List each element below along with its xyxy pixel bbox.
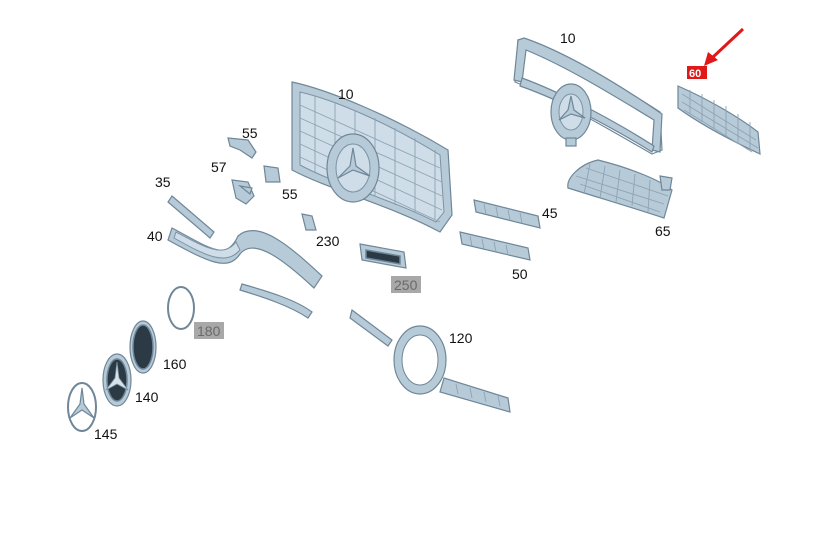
part-star-emblem-140[interactable] bbox=[102, 353, 132, 407]
part-trim-frame-40[interactable] bbox=[167, 227, 323, 319]
part-mesh-insert-60[interactable] bbox=[677, 85, 761, 155]
part-bracket-230[interactable] bbox=[301, 213, 317, 231]
callout-60-text: 60 bbox=[689, 68, 701, 80]
callout-10-grille[interactable]: 10 bbox=[338, 86, 354, 102]
callout-120[interactable]: 120 bbox=[449, 330, 473, 346]
part-trim-frame-120[interactable] bbox=[349, 308, 511, 413]
part-main-grille[interactable] bbox=[291, 81, 453, 233]
part-bracket-57[interactable] bbox=[231, 179, 255, 205]
part-trim-frame-35[interactable] bbox=[167, 195, 215, 239]
part-bracket-55-mid[interactable] bbox=[263, 165, 281, 183]
part-lower-mesh-65[interactable] bbox=[567, 159, 673, 219]
part-badge-250[interactable] bbox=[359, 243, 407, 269]
callout-250-highlighted[interactable]: 250 bbox=[391, 276, 421, 293]
callout-65[interactable]: 65 bbox=[655, 223, 671, 239]
pointer-arrow-icon bbox=[704, 27, 745, 66]
callout-230[interactable]: 230 bbox=[316, 233, 340, 249]
part-bracket-55-top[interactable] bbox=[227, 137, 257, 159]
callout-250-text: 250 bbox=[394, 277, 418, 293]
part-trim-45[interactable] bbox=[473, 199, 541, 229]
callout-55-mid[interactable]: 55 bbox=[282, 186, 298, 202]
callout-50[interactable]: 50 bbox=[512, 266, 528, 282]
callout-140[interactable]: 140 bbox=[135, 389, 159, 405]
part-emblem-ring-180[interactable] bbox=[167, 286, 195, 330]
callout-180-text: 180 bbox=[197, 323, 221, 339]
callout-160[interactable]: 160 bbox=[163, 356, 187, 372]
part-emblem-disc-160[interactable] bbox=[129, 320, 157, 374]
callout-55-top[interactable]: 55 bbox=[242, 125, 258, 141]
callout-45[interactable]: 45 bbox=[542, 205, 558, 221]
part-trim-50[interactable] bbox=[459, 231, 531, 261]
callout-57[interactable]: 57 bbox=[211, 159, 227, 175]
callout-180-highlighted[interactable]: 180 bbox=[194, 322, 224, 339]
callout-35[interactable]: 35 bbox=[155, 174, 171, 190]
part-star-145[interactable] bbox=[67, 382, 97, 432]
callout-40[interactable]: 40 bbox=[147, 228, 163, 244]
callout-60-selected[interactable]: 60 bbox=[687, 66, 707, 80]
callout-10-frame[interactable]: 10 bbox=[560, 30, 576, 46]
callout-labels: 10 10 55 57 55 35 40 230 45 50 65 160 14… bbox=[94, 30, 707, 442]
callout-145[interactable]: 145 bbox=[94, 426, 118, 442]
part-grille-frame[interactable] bbox=[513, 37, 663, 155]
